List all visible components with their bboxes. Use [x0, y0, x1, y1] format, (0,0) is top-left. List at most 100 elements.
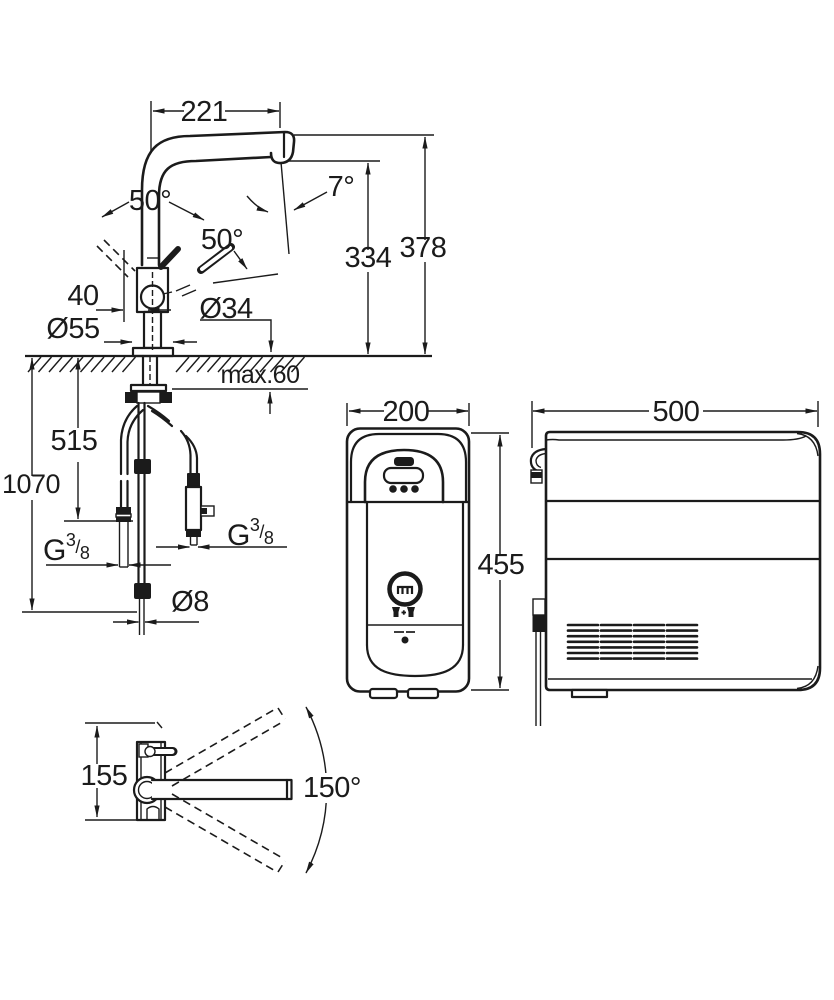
- dim-outlet-height: 334: [345, 242, 392, 274]
- lever-handle: [158, 246, 181, 270]
- faucet-top-view: 155 150°: [81, 706, 362, 874]
- spout-outline: [140, 130, 296, 267]
- dim-hose-short: 515: [51, 425, 98, 457]
- arrow-50R: [233, 250, 248, 270]
- hose-right-curve-d: [184, 434, 199, 475]
- thread-num: 3: [66, 530, 76, 550]
- grohe-logo-glyph: [396, 585, 414, 594]
- axis-break-1: [175, 284, 191, 292]
- topview-spout-cap: [285, 778, 293, 801]
- dim-spout-reach: 221: [181, 96, 228, 128]
- hose-right-curve-b: [179, 429, 192, 475]
- ghost-cap-dn: [277, 860, 286, 873]
- spout-inner-outline: [157, 155, 273, 267]
- cooler-housing: [544, 430, 822, 692]
- pullout-spray-inner: [200, 246, 232, 271]
- topview-hinge-circle: [144, 745, 156, 758]
- thread-num2: 3: [250, 515, 260, 535]
- right-fitting-crimp: [187, 473, 200, 487]
- leader-34: [200, 319, 274, 353]
- cable-plug: [532, 598, 546, 616]
- dim-max-counter: max.60: [221, 361, 300, 389]
- thread-den: 8: [80, 543, 90, 563]
- hook-outer: [529, 447, 548, 473]
- left-fitting-band-1: [116, 507, 131, 514]
- thread-g2: G: [227, 519, 250, 552]
- thread-g: G: [43, 534, 66, 567]
- dim-swivel-range: 150°: [303, 772, 361, 804]
- dot-1: [389, 485, 397, 493]
- leader-7deg: [293, 191, 328, 211]
- dim-base-dia: Ø55: [46, 313, 99, 345]
- pill-button-icon: [382, 466, 425, 485]
- cooler-corner-contour-bottom: [796, 665, 819, 690]
- dim-total-height: 378: [400, 232, 447, 264]
- glasses-plus-icon: [392, 607, 415, 617]
- hose-connector-1: [134, 459, 151, 474]
- three-dots-icon: [389, 485, 419, 493]
- swivel-ghost-lines: [164, 707, 286, 873]
- dim-hose-dia: Ø8: [171, 586, 209, 618]
- thread-label-left: G3/8: [43, 530, 90, 567]
- ghost-spout-dn-1: [164, 806, 278, 873]
- ghost-lever-line-1: [96, 245, 129, 278]
- axis-line: [212, 273, 279, 284]
- topview-hose-slot: [146, 805, 160, 820]
- hose-right-curve-a: [146, 404, 171, 423]
- swivel-label-bg: [304, 773, 362, 803]
- mounting-washer: [129, 383, 168, 393]
- dim-filter-height: 455: [478, 549, 525, 581]
- dim-hose-total: 1070: [2, 469, 60, 499]
- ghost-spout-up-2: [171, 720, 285, 787]
- hook-inner: [535, 452, 547, 469]
- cooler-corner-contour-top: [796, 432, 819, 457]
- left-fitting-band-2: [116, 517, 131, 522]
- filter-foot-left: [368, 687, 399, 700]
- filter-unit-view: 200 455: [345, 396, 525, 700]
- right-valve-tab-band: [201, 508, 207, 514]
- hook-plug-band: [531, 472, 542, 478]
- dim-filter-width: 200: [383, 396, 430, 428]
- dim-swing-left: 50°: [129, 185, 171, 217]
- axis-dash-a: [162, 291, 173, 295]
- filter-head-arch: [363, 448, 445, 504]
- arrow-50L-a: [101, 201, 130, 218]
- hose-left-curve-in: [126, 408, 145, 476]
- topview-spout-fill: [152, 780, 287, 799]
- cooler-foot: [570, 688, 609, 699]
- power-dot-icon: [401, 636, 409, 644]
- ghost-spout-dn-2: [171, 793, 285, 860]
- cooler-lid-seam: [545, 435, 807, 441]
- ghost-spout-up-1: [164, 707, 278, 774]
- thread-label-right: G3/8: [227, 515, 274, 552]
- right-valve-band: [186, 530, 201, 537]
- dim-outlet-angle: 7°: [328, 171, 355, 203]
- power-cable-icon: [532, 598, 546, 726]
- dim-shank-dia: Ø34: [199, 293, 253, 325]
- dim-clearance: 40: [67, 280, 98, 312]
- mounting-nut-left: [125, 392, 137, 403]
- filter-caption-mark-2: [406, 631, 415, 633]
- thread-slash2: /: [259, 522, 264, 542]
- vent-grille-icon: [566, 623, 699, 660]
- hose-right-curve-c: [150, 409, 174, 428]
- left-fitting-mid: [115, 513, 132, 518]
- filter-dome-contour: [349, 432, 468, 504]
- notch-icon: [394, 457, 414, 466]
- dot-2: [400, 485, 408, 493]
- dot-3: [411, 485, 419, 493]
- ghost-cap-up: [277, 707, 286, 720]
- arrow-50L-b: [168, 201, 205, 221]
- filter-foot-right: [406, 687, 440, 700]
- topview-lever-tick: [156, 721, 163, 729]
- mounting-nut-right: [160, 392, 172, 403]
- sphere-joint: [139, 284, 166, 310]
- filter-panel-bottom: [365, 643, 465, 678]
- arc-7deg: [246, 195, 269, 213]
- thread-slash: /: [75, 537, 80, 557]
- cable-plug-body: [532, 615, 546, 632]
- grohe-logo-ring-icon: [387, 571, 423, 607]
- mounting-nut-mid: [136, 391, 161, 404]
